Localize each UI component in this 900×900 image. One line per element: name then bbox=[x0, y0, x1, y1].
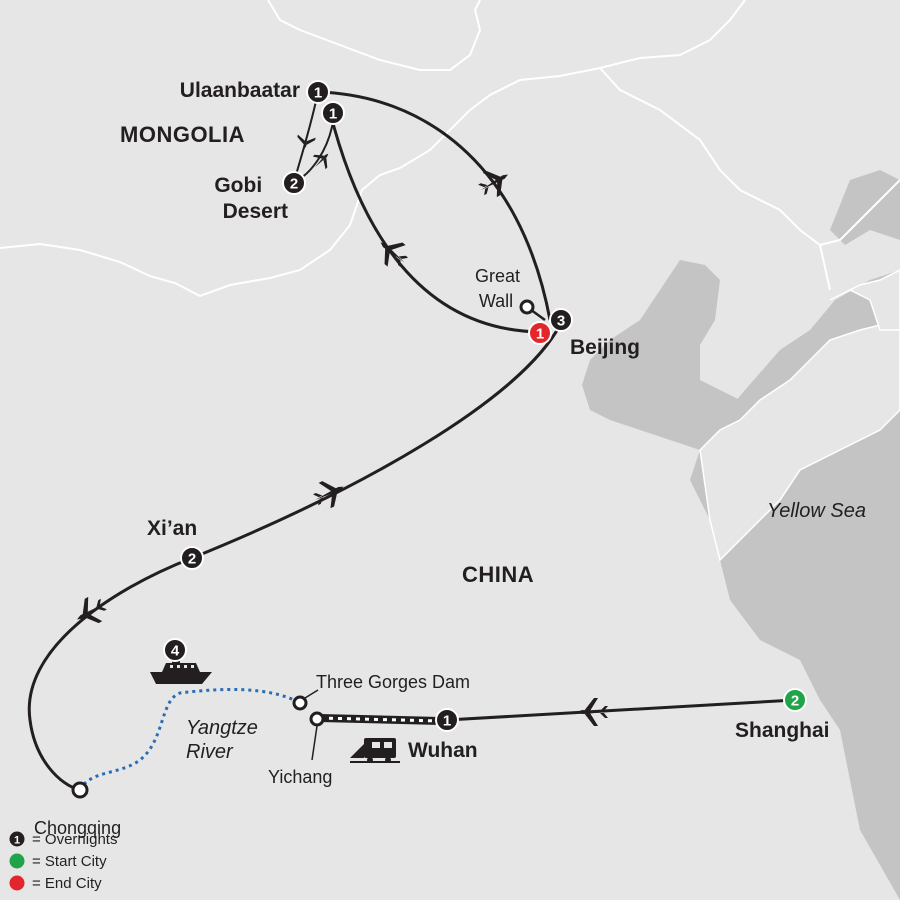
water-label-yellow-sea: Yellow Sea bbox=[767, 500, 866, 522]
city-label-beijing: Beijing bbox=[570, 336, 640, 359]
svg-text:2: 2 bbox=[290, 176, 298, 193]
gobi-line-1: Gobi bbox=[214, 174, 262, 197]
country-borders bbox=[0, 0, 900, 298]
svg-text:1: 1 bbox=[536, 326, 544, 343]
svg-text:4: 4 bbox=[171, 643, 180, 660]
route-xian-chongqing bbox=[27, 556, 193, 792]
chongqing-marker bbox=[71, 781, 89, 799]
yangtze-line-1: Yangtze bbox=[186, 717, 258, 739]
flight-routes bbox=[27, 90, 796, 792]
city-label-xian: Xi’an bbox=[147, 517, 197, 540]
yangtze-line-2: River bbox=[186, 741, 234, 763]
overnight-badge-wuhan: 1 bbox=[435, 708, 459, 732]
city-label-yichang: Yichang bbox=[268, 767, 332, 787]
overnight-badge-beijing: 3 bbox=[549, 308, 573, 332]
city-label-shanghai: Shanghai bbox=[735, 719, 830, 742]
svg-text:= Start City: = Start City bbox=[32, 853, 107, 870]
river-cruise-route bbox=[78, 687, 301, 791]
legend-start-city: = Start City bbox=[9, 853, 107, 870]
city-label-wuhan: Wuhan bbox=[408, 739, 478, 762]
city-label-chongqing: Chongqing bbox=[34, 818, 121, 838]
great-wall-marker bbox=[519, 299, 535, 315]
svg-text:2: 2 bbox=[791, 693, 799, 710]
svg-text:1: 1 bbox=[443, 713, 451, 730]
svg-text:1: 1 bbox=[314, 85, 322, 102]
water-label-yangtze-river: Yangtze River bbox=[186, 717, 263, 763]
svg-text:= Overnights: = Overnights bbox=[32, 831, 117, 848]
end-city-badge-beijing: 1 bbox=[528, 321, 552, 345]
city-label-great-wall: Great Wall bbox=[475, 266, 525, 311]
great-wall-line-2: Wall bbox=[479, 291, 513, 311]
route-shanghai-wuhan bbox=[446, 698, 796, 722]
svg-text:3: 3 bbox=[557, 313, 565, 330]
yichang-marker bbox=[309, 711, 325, 727]
gobi-line-2: Desert bbox=[223, 200, 288, 223]
three-gorges-marker bbox=[292, 695, 308, 711]
great-wall-line-1: Great bbox=[475, 266, 520, 286]
route-beijing-xian bbox=[191, 324, 562, 560]
city-label-gobi-desert: Gobi Desert bbox=[214, 174, 288, 223]
svg-text:1: 1 bbox=[14, 835, 20, 847]
svg-text:= End City: = End City bbox=[32, 875, 102, 892]
three-gorges-leader bbox=[304, 689, 319, 699]
start-city-badge-shanghai: 2 bbox=[783, 688, 807, 712]
train-icon bbox=[350, 738, 400, 763]
country-label-china: CHINA bbox=[462, 562, 534, 587]
train-route bbox=[319, 714, 441, 725]
yichang-leader bbox=[311, 725, 318, 761]
legend-end-city: = End City bbox=[9, 875, 102, 892]
overnight-badge-gobi: 2 bbox=[282, 171, 306, 195]
route-ulaanbaatar-beijing bbox=[317, 90, 552, 321]
overnight-badge-cruise: 4 bbox=[163, 638, 187, 662]
overnight-badge-ulaanbaatar: 1 bbox=[306, 80, 330, 104]
country-label-mongolia: MONGOLIA bbox=[120, 122, 245, 147]
map-legend: 1 = Overnights = Start City = End City bbox=[9, 831, 117, 892]
city-label-three-gorges-dam: Three Gorges Dam bbox=[316, 672, 470, 692]
city-label-ulaanbaatar: Ulaanbaatar bbox=[180, 79, 300, 102]
svg-text:1: 1 bbox=[329, 106, 337, 123]
ship-icon bbox=[150, 656, 212, 684]
svg-text:2: 2 bbox=[188, 551, 196, 568]
legend-overnights: 1 = Overnights bbox=[9, 831, 117, 848]
overnight-badge-ulaanbaatar-return: 1 bbox=[321, 101, 345, 125]
overnight-badge-xian: 2 bbox=[180, 546, 204, 570]
route-beijing-ulaanbaatar bbox=[328, 111, 541, 334]
peninsula-land bbox=[699, 269, 900, 562]
